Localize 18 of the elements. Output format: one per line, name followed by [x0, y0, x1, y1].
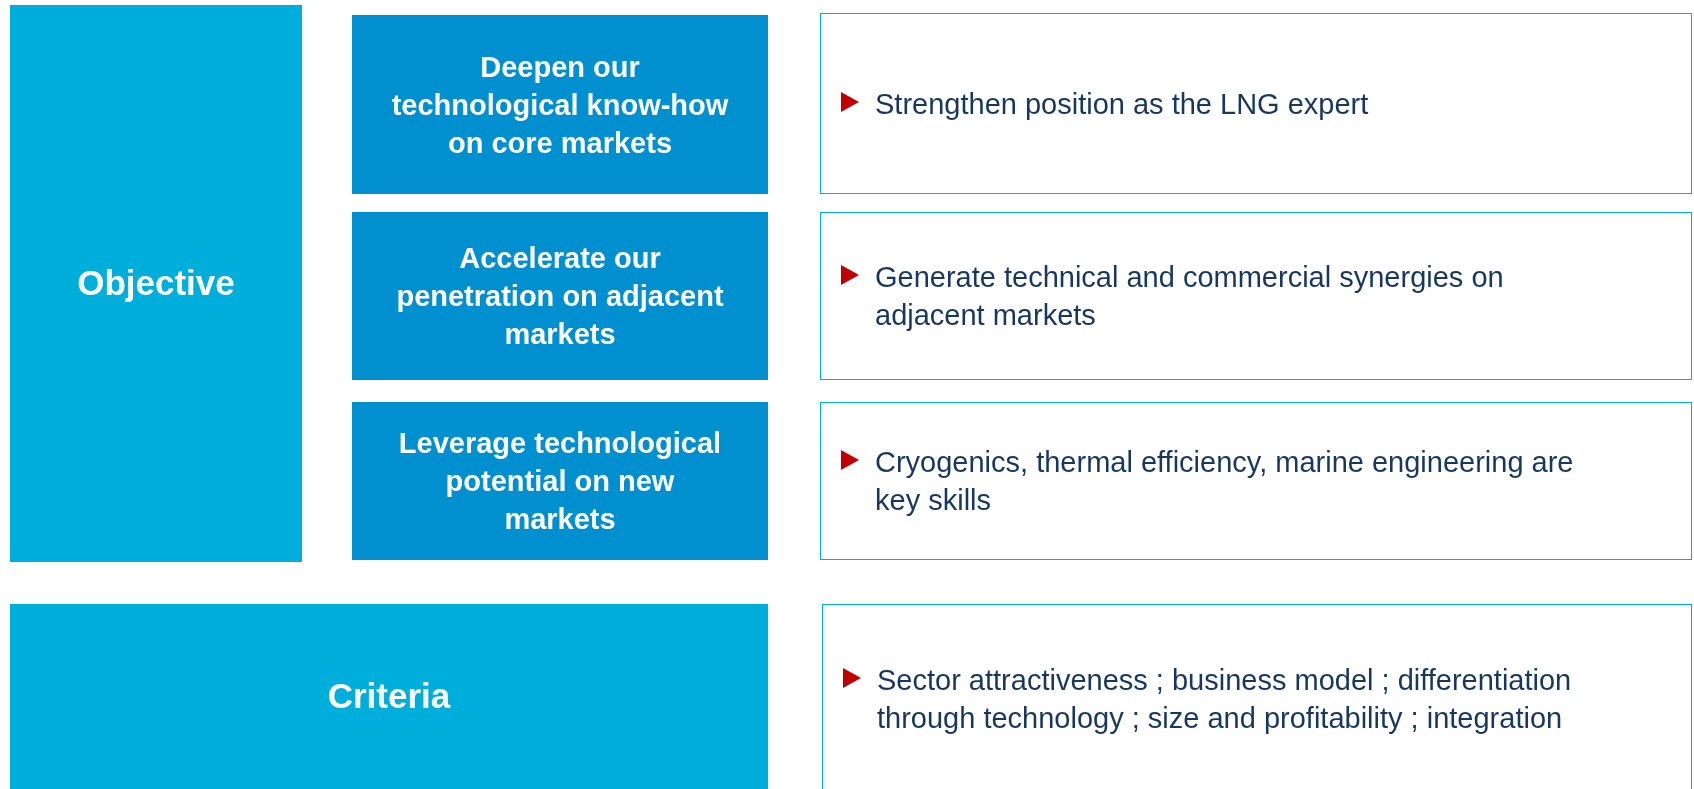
objective-box — [352, 402, 768, 560]
description-box — [820, 13, 1692, 194]
description-box — [820, 212, 1692, 380]
description-text: Sector attractiveness ; business model ; differentiation through technology ; size and profitability ; integration — [877, 663, 1573, 736]
category-panel — [10, 604, 768, 789]
description-box — [822, 604, 1692, 789]
category-label: Objective — [77, 262, 235, 305]
category-panel — [10, 5, 302, 562]
objective-box — [352, 15, 768, 194]
description-text: Cryogenics, thermal efficiency, marine engineering are key skills — [875, 445, 1575, 518]
category-label: Criteria — [327, 675, 451, 718]
description-text: Generate technical and commercial synergies on adjacent markets — [875, 260, 1505, 333]
description-text: Strengthen position as the LNG expert — [875, 86, 1369, 122]
description-box — [820, 402, 1692, 560]
objective-text: Deepen our technological know-how on core markets — [390, 49, 730, 161]
objective-text: Leverage technological potential on new markets — [397, 426, 723, 537]
objective-box — [352, 212, 768, 380]
objective-text: Accelerate our penetration on adjacent markets — [395, 241, 725, 352]
